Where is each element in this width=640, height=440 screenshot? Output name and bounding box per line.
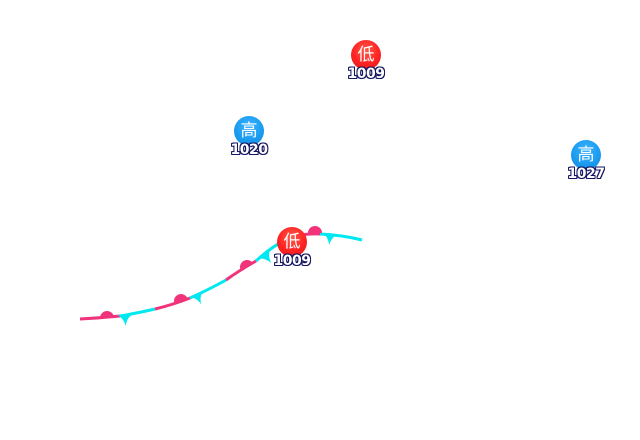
low-pressure-icon: 低: [277, 227, 307, 257]
low-pressure-center[interactable]: 低 1009: [344, 40, 388, 82]
cold-front-barb-icon: [116, 314, 133, 326]
low-pressure-center[interactable]: 低 1009: [270, 227, 314, 269]
pressure-value: 1027: [567, 166, 605, 182]
high-pressure-center[interactable]: 高 1027: [564, 140, 608, 182]
cold-front-barb-icon: [189, 290, 204, 305]
warm-front-semicircle-icon: [240, 260, 253, 271]
stationary-front: [79, 226, 363, 326]
high-pressure-icon: 高: [234, 116, 264, 146]
cold-front-segment: [319, 232, 363, 242]
warm-front-semicircle-icon: [308, 226, 322, 233]
high-pressure-icon: 高: [571, 140, 601, 170]
warm-front-semicircle-icon: [174, 294, 188, 303]
cold-front-barb-icon: [322, 233, 339, 245]
warm-front-semicircle-icon: [100, 311, 114, 319]
pressure-value: 1020: [230, 142, 268, 158]
cold-front-barb-icon: [258, 249, 272, 263]
warm-front-segment: [79, 314, 121, 321]
pressure-value: 1009: [347, 66, 385, 82]
pressure-value: 1009: [273, 253, 311, 269]
warm-front-segment: [225, 259, 257, 282]
high-pressure-center[interactable]: 高 1020: [227, 116, 271, 158]
low-pressure-icon: 低: [351, 40, 381, 70]
cold-front-segment: [119, 307, 156, 318]
